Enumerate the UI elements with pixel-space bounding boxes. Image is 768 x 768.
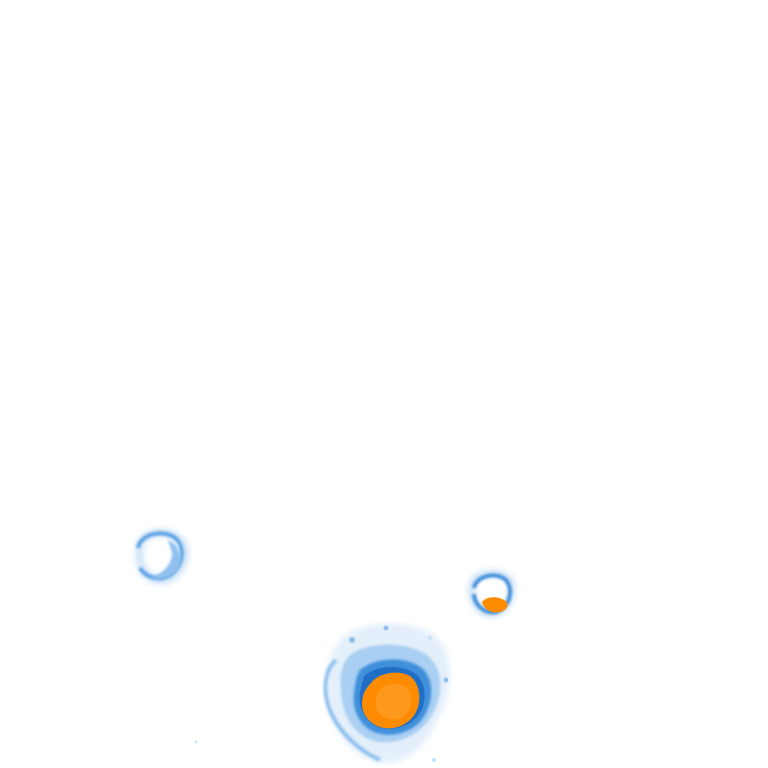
cluster-speckle <box>383 625 389 631</box>
blob-small-ring-left <box>135 528 190 585</box>
cluster-speckle <box>432 758 436 762</box>
cluster-speckle <box>443 677 449 683</box>
cluster-speckle <box>427 635 433 641</box>
blob-right-ring <box>472 573 513 615</box>
blob-small-ring-right <box>468 569 516 618</box>
cluster-speckle <box>194 740 198 744</box>
cluster-left-arc <box>323 658 381 762</box>
cluster-hot-core-highlight <box>375 684 412 720</box>
cluster-speckle <box>349 637 355 643</box>
blob-large-cluster-bottom <box>194 623 450 763</box>
blob-left-crescent <box>150 540 181 579</box>
blob-right-hot-core <box>482 597 508 613</box>
